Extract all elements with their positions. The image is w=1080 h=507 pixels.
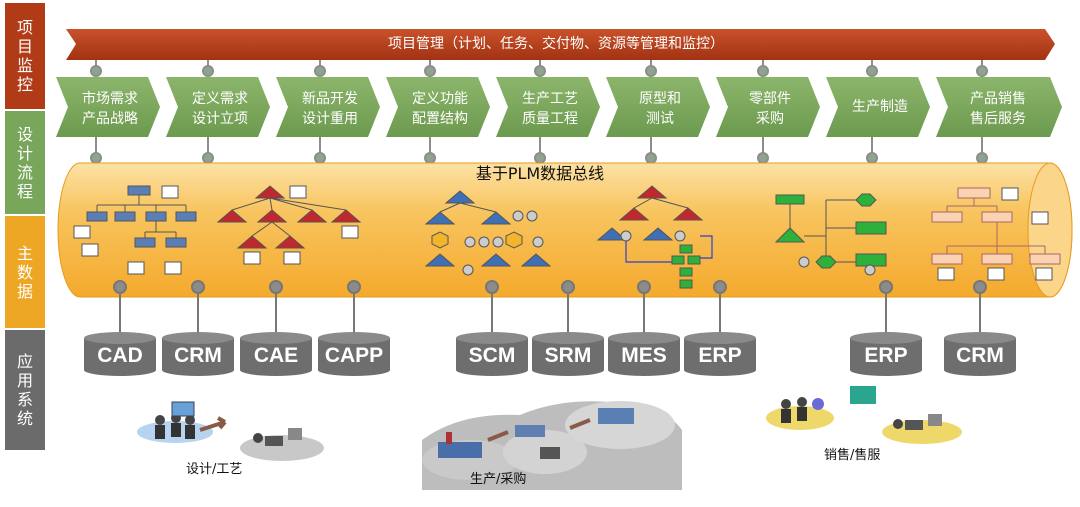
step-prototype-testing: 原型和 测试 <box>610 89 710 129</box>
configuration-tree <box>424 190 552 276</box>
step-line1: 市场需求 <box>82 91 138 107</box>
step-production-process: 生产工艺 质量工程 <box>500 89 600 129</box>
app-capp: CAPP <box>324 344 384 367</box>
step-line2: 质量工程 <box>522 111 578 127</box>
workflow-diagram <box>774 193 887 276</box>
org-tree <box>931 187 1061 281</box>
step-line1: 产品销售 <box>970 91 1026 107</box>
lane-project-monitoring: 项目监控 <box>5 3 45 109</box>
caption-production: 生产/采购 <box>470 472 527 487</box>
production-scene-illustration <box>422 401 682 490</box>
top-connectors <box>90 60 988 77</box>
step-line2: 配置结构 <box>412 111 468 127</box>
step-line2: 产品战略 <box>82 111 138 127</box>
step-line1: 生产制造 <box>852 99 908 115</box>
process-flow-tree <box>596 185 713 289</box>
step-line2: 设计立项 <box>192 111 248 127</box>
bottom-connectors <box>113 280 987 336</box>
app-scm: SCM <box>468 344 516 367</box>
product-structure-tree <box>216 185 362 265</box>
step-line2: 测试 <box>646 111 674 127</box>
lane-label: 设计流程 <box>16 124 33 201</box>
step-define-requirements: 定义需求 设计立项 <box>170 89 270 129</box>
lane-application-systems: 应用系统 <box>5 330 45 450</box>
lane-label: 应用系统 <box>16 352 33 428</box>
lane-master-data: 主数据 <box>5 216 45 328</box>
mid-connectors <box>90 137 988 165</box>
step-line1: 新品开发 <box>302 91 358 107</box>
bom-tree-1 <box>73 185 197 275</box>
step-market-strategy: 市场需求 产品战略 <box>60 89 160 129</box>
step-define-functions: 定义功能 配置结构 <box>390 89 490 129</box>
lane-label: 主数据 <box>16 243 33 301</box>
project-bar-label: 项目管理（计划、任务、交付物、资源等管理和监控） <box>388 36 724 52</box>
step-line2: 采购 <box>756 111 784 127</box>
app-cad: CAD <box>97 344 143 367</box>
app-cylinders <box>84 332 1016 376</box>
bus-label: 基于PLM数据总线 <box>475 164 605 183</box>
app-mes: MES <box>621 344 667 367</box>
app-erp-2: ERP <box>864 344 908 367</box>
app-cae: CAE <box>253 344 299 367</box>
step-line1: 定义需求 <box>192 91 248 107</box>
app-erp-1: ERP <box>698 344 742 367</box>
step-sales-service: 产品销售 售后服务 <box>948 89 1048 129</box>
app-crm-2: CRM <box>956 344 1004 367</box>
step-manufacturing: 生产制造 <box>830 97 930 117</box>
step-line1: 定义功能 <box>412 91 468 107</box>
step-line2: 设计重用 <box>302 111 358 127</box>
design-scene-illustration <box>137 401 324 461</box>
step-line1: 零部件 <box>749 91 791 107</box>
step-line1: 原型和 <box>639 91 681 107</box>
step-chevrons <box>56 77 1062 137</box>
lane-label: 项目监控 <box>16 18 33 94</box>
step-parts-procurement: 零部件 采购 <box>720 89 820 129</box>
sales-scene-illustration <box>766 386 962 444</box>
step-line1: 生产工艺 <box>522 91 578 107</box>
caption-sales: 销售/售服 <box>824 448 881 463</box>
step-line2: 售后服务 <box>970 111 1026 127</box>
lane-design-process: 设计流程 <box>5 111 45 214</box>
project-bar-shape <box>66 29 1055 60</box>
app-crm: CRM <box>174 344 222 367</box>
step-new-product-development: 新品开发 设计重用 <box>280 89 380 129</box>
app-srm: SRM <box>544 344 592 367</box>
caption-design: 设计/工艺 <box>186 462 243 477</box>
